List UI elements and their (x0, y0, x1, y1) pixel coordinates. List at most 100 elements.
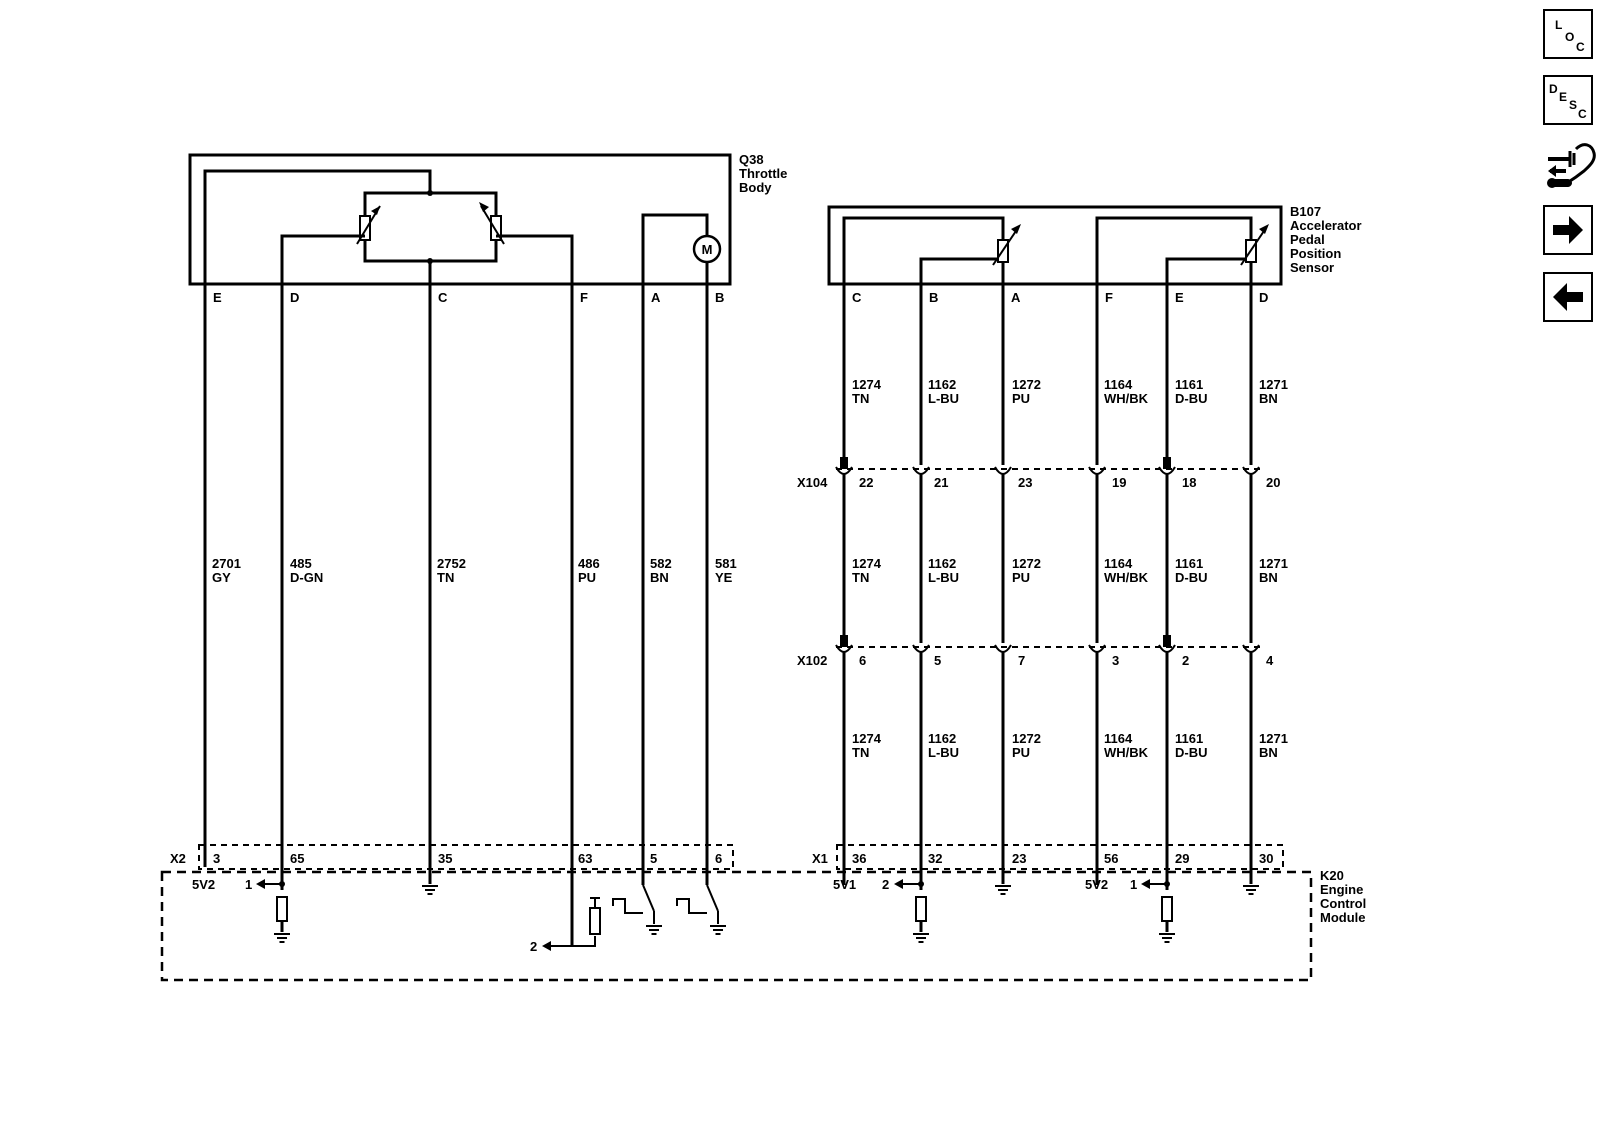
throttle-body-name-2: Body (739, 180, 772, 195)
pedal-sensor-id: B107 (1290, 204, 1321, 219)
wire-circuit: 1161 (1175, 731, 1203, 746)
wire-circuit: 1272 (1012, 377, 1041, 392)
throttle-body-name-1: Throttle (739, 166, 787, 181)
wire-circuit: 2701 (212, 556, 241, 571)
previous-button[interactable] (1543, 272, 1593, 322)
wire-color: PU (1012, 391, 1030, 406)
ecm-5v2-pedal-label: 5V2 (1085, 877, 1108, 892)
wire-color: GY (212, 570, 231, 585)
wire-color: PU (578, 570, 596, 585)
ecm-name-1: Engine (1320, 882, 1363, 897)
ecm-connector-x2: X2 3 65 35 63 5 6 (170, 844, 734, 870)
wire-color: BN (1259, 570, 1278, 585)
motor-icon (692, 234, 722, 264)
x102-label: X102 (797, 653, 827, 668)
wire-color: BN (1259, 391, 1278, 406)
wire-circuit: 1162 (928, 731, 956, 746)
x2-terminal: 3 (213, 851, 220, 866)
ecm-throttle-internals: 5V2 1 2 (192, 877, 727, 954)
pedal-pin-label: D (1259, 290, 1268, 305)
wire-color: L-BU (928, 570, 959, 585)
pedal-pin-label: A (1011, 290, 1021, 305)
wire-circuit: 485 (290, 556, 312, 571)
ecm-5v1-label: 5V1 (833, 877, 856, 892)
wire-circuit: 1271 (1259, 731, 1288, 746)
wire-color: YE (715, 570, 733, 585)
x1-terminal: 32 (928, 851, 942, 866)
x102-terminal: 7 (1018, 653, 1025, 668)
x1-terminal: 29 (1175, 851, 1189, 866)
ecm-ref-1-label: 1 (245, 877, 252, 892)
x1-terminal: 23 (1012, 851, 1026, 866)
wire-color: TN (852, 570, 869, 585)
x102-terminal: 5 (934, 653, 941, 668)
pedal-sensor-name-4: Sensor (1290, 260, 1334, 275)
x1-terminal: 36 (852, 851, 866, 866)
x102-terminal: 2 (1182, 653, 1189, 668)
x104-terminal: 23 (1018, 475, 1032, 490)
throttle-pin-label: A (651, 290, 661, 305)
ecm-name-2: Control (1320, 896, 1366, 911)
wire-color: TN (437, 570, 454, 585)
wire-color: WH/BK (1104, 570, 1149, 585)
wire-circuit: 1162 (928, 377, 956, 392)
arrow-left-icon (1553, 283, 1583, 311)
wire-circuit: 1272 (1012, 556, 1041, 571)
connector-tool-button[interactable] (1543, 137, 1596, 193)
ecm-5v2-label: 5V2 (192, 877, 215, 892)
wire-circuit: 1164 (1104, 377, 1133, 392)
ecm-pedal-ref-1-label: 1 (1130, 877, 1137, 892)
wire-circuit: 581 (715, 556, 737, 571)
pedal-wire-labels: 1274 TN 1162 L-BU 1272 PU 1164 WH/BK 116… (852, 377, 1288, 760)
x2-terminal: 6 (715, 851, 722, 866)
wire-color: TN (852, 745, 869, 760)
x1-label: X1 (812, 851, 828, 866)
desc-letter: C (1578, 107, 1587, 121)
x2-terminal: 5 (650, 851, 657, 866)
throttle-body-pins: E D C F A B (213, 290, 724, 305)
wire-color: D-GN (290, 570, 323, 585)
x104-terminal: 18 (1182, 475, 1196, 490)
ecm-pedal-internals: 5V1 2 5V2 1 (833, 877, 1260, 943)
pedal-pin-label: F (1105, 290, 1113, 305)
arrow-right-icon (1553, 216, 1583, 244)
inline-connector-x102: X102 6 5 7 3 2 4 (797, 635, 1274, 668)
wire-circuit: 1161 (1175, 377, 1203, 392)
description-button[interactable]: D E S C (1543, 75, 1593, 125)
throttle-harness (203, 300, 709, 946)
x1-terminal: 56 (1104, 851, 1118, 866)
inline-connector-x104: X104 22 21 23 19 18 20 (797, 457, 1280, 490)
x2-label: X2 (170, 851, 186, 866)
wire-circuit: 582 (650, 556, 672, 571)
throttle-wire-labels: 2701 GY 485 D-GN 2752 TN 486 PU 582 BN 5… (212, 556, 737, 585)
pedal-sensor-name-2: Pedal (1290, 232, 1325, 247)
wire-circuit: 1164 (1104, 731, 1133, 746)
wire-circuit: 1164 (1104, 556, 1133, 571)
engine-control-module: K20 Engine Control Module (160, 868, 1366, 982)
wire-circuit: 1271 (1259, 377, 1288, 392)
motor-symbol: M (702, 242, 713, 257)
wire-color: TN (852, 391, 869, 406)
wire-circuit: 1271 (1259, 556, 1288, 571)
x104-terminal: 21 (934, 475, 948, 490)
x104-terminal: 20 (1266, 475, 1280, 490)
wire-color: PU (1012, 570, 1030, 585)
ecm-id: K20 (1320, 868, 1344, 883)
wire-color: D-BU (1175, 745, 1208, 760)
x104-label: X104 (797, 475, 828, 490)
pedal-pin-label: C (852, 290, 862, 305)
pedal-sensor-name-3: Position (1290, 246, 1341, 261)
location-button[interactable]: L O C (1543, 9, 1593, 59)
pedal-pin-label: E (1175, 290, 1184, 305)
pedal-sensor (827, 205, 1283, 300)
throttle-pin-label: B (715, 290, 724, 305)
x104-terminal: 22 (859, 475, 873, 490)
x2-terminal: 63 (578, 851, 592, 866)
pedal-pin-label: B (929, 290, 938, 305)
x104-terminal: 19 (1112, 475, 1126, 490)
next-button[interactable] (1543, 205, 1593, 255)
pedal-sensor-name-1: Accelerator (1290, 218, 1362, 233)
wire-color: L-BU (928, 745, 959, 760)
loc-letter: C (1576, 40, 1585, 54)
